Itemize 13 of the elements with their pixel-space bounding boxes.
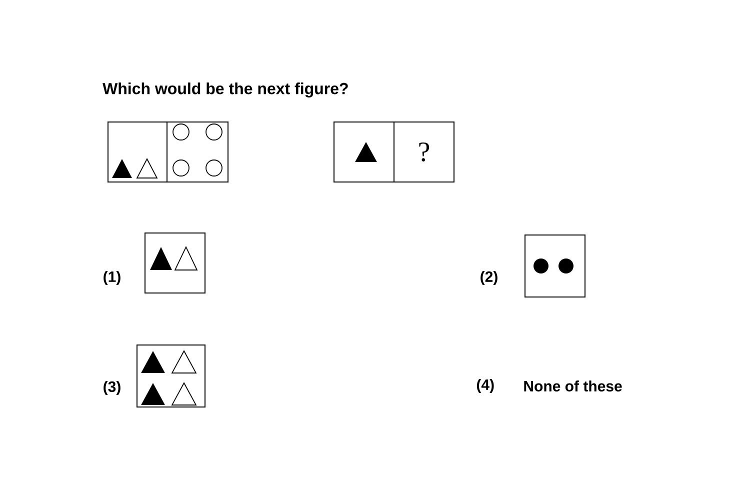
figure-box	[166, 122, 228, 182]
option-number: (4)	[476, 379, 494, 393]
figure-box	[108, 122, 168, 182]
option-number: (3)	[104, 381, 120, 395]
figure-box	[136, 344, 206, 408]
question-title: Which would be the next figure?	[102, 82, 348, 98]
option-number: (2)	[480, 271, 498, 285]
figure-box	[334, 122, 394, 182]
option-number: (1)	[104, 271, 120, 285]
option-text: None of these	[524, 380, 622, 392]
figure-box	[524, 234, 586, 298]
figure-box	[144, 232, 206, 294]
question-box: ?	[394, 122, 454, 182]
